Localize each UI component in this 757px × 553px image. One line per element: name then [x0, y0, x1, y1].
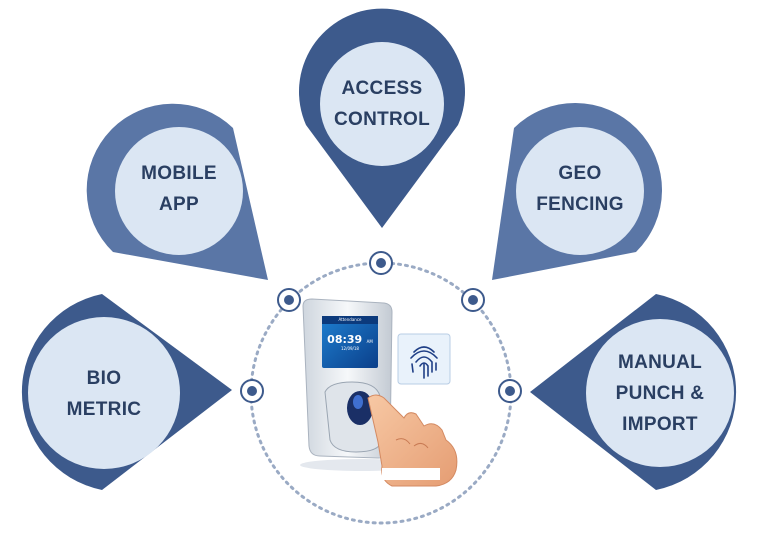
label-line: PUNCH & [615, 383, 705, 404]
ring-markers [240, 251, 522, 403]
label-line: FENCING [536, 194, 624, 215]
label-geo-fencing: GEO FENCING [500, 158, 660, 220]
fingerprint-icon [410, 346, 438, 379]
label-manual-punch: MANUAL PUNCH & IMPORT [585, 347, 735, 440]
label-line: IMPORT [622, 414, 698, 435]
label-mobile-app: MOBILE APP [99, 158, 259, 220]
device-clock: 08:39 AM [324, 330, 376, 348]
label-line: GEO [558, 163, 602, 184]
device-screen [322, 316, 378, 368]
ring-marker [240, 379, 264, 403]
label-biometric: BIO METRIC [24, 363, 184, 425]
device-date: 12/09/18 [341, 346, 359, 351]
petal-circle [115, 127, 243, 255]
petal-circle [516, 127, 644, 255]
petal-geo-fencing [492, 102, 663, 281]
label-line: APP [159, 194, 199, 215]
ring-marker [461, 288, 485, 312]
petal-mobile-app [86, 103, 269, 281]
petal-access-control [298, 8, 465, 228]
petal-circle [320, 42, 444, 166]
hand-illustration [367, 394, 458, 487]
fingerprint-card [397, 333, 451, 385]
label-line: CONTROL [333, 109, 431, 130]
ring-marker [369, 251, 393, 275]
label-line: METRIC [66, 399, 142, 420]
ring-marker [498, 379, 522, 403]
label-line: MANUAL [617, 352, 703, 373]
label-line: ACCESS [341, 78, 423, 99]
device-time: 08:39 [327, 333, 363, 346]
label-line: MOBILE [141, 163, 217, 184]
label-access-control: ACCESS CONTROL [302, 73, 462, 135]
petal-manual-punch [530, 294, 737, 490]
petal-biometric [21, 294, 233, 490]
device-screen-header: Attendance [338, 317, 362, 322]
petal-circle [586, 319, 734, 467]
label-line: BIO [86, 368, 122, 389]
ring-marker [277, 288, 301, 312]
petal-circle [28, 317, 180, 469]
device-time-suffix: AM [366, 339, 373, 344]
